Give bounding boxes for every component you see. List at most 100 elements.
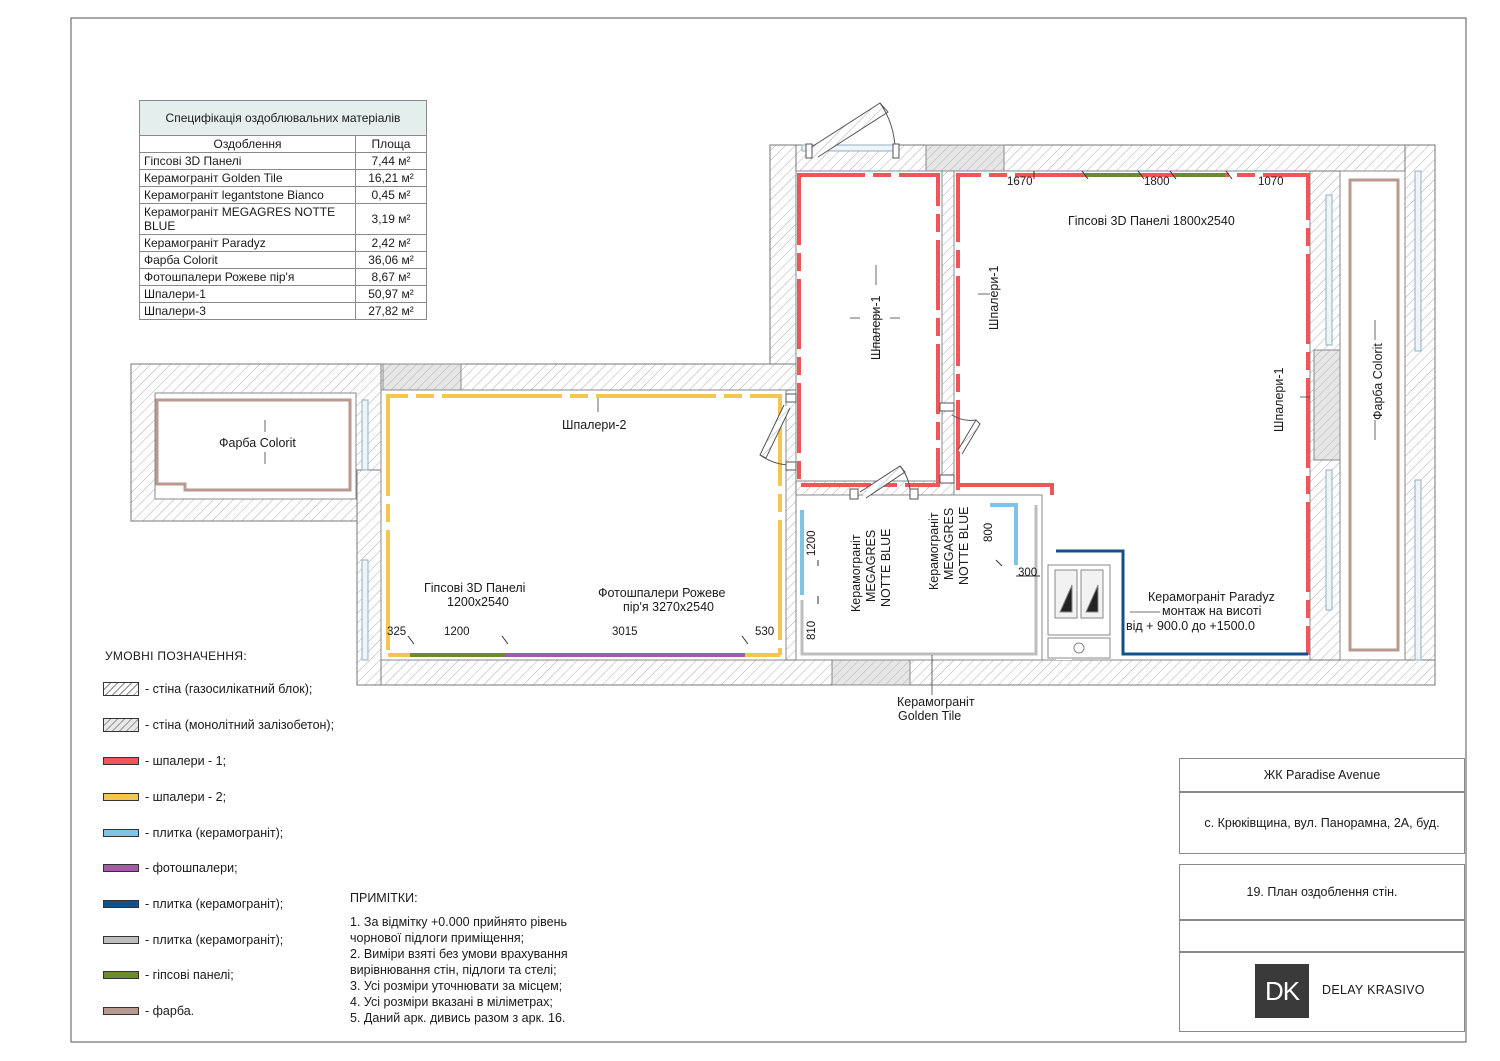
finish-lines	[155, 173, 1400, 657]
legend-swatch	[103, 718, 139, 732]
legend-label: - фотошпалери;	[145, 861, 238, 875]
door-jambs	[785, 143, 955, 500]
label-bath2-3: NOTTE BLUE	[957, 507, 971, 586]
label-bath2-2: MEGAGRES	[942, 508, 956, 580]
svg-text:1200: 1200	[444, 626, 470, 638]
legend-label: - стіна (газосилікатний блок);	[145, 682, 313, 696]
legend-item: - шпалери - 1;	[103, 752, 226, 770]
legend-label: - плитка (керамограніт);	[145, 933, 284, 947]
notes: ПРИМІТКИ: 1. За відмітку +0.000 прийнято…	[350, 890, 610, 1026]
legend-item: - плитка (керамограніт);	[103, 824, 283, 842]
svg-text:1670: 1670	[1007, 176, 1033, 188]
concrete-walls	[382, 144, 1341, 686]
dimension-labels: 1670 1800 1070 325 1200 3015 530 1200 81…	[387, 176, 1284, 640]
label-golden-2: Golden Tile	[898, 709, 961, 723]
legend-swatch	[103, 1007, 139, 1015]
label-bath1-2: MEGAGRES	[864, 530, 878, 602]
label-panels-top: Гіпсові 3D Панелі 1800x2540	[1068, 214, 1235, 228]
label-paradyz-1: Керамограніт Paradyz	[1148, 590, 1275, 604]
balcony-left-room	[154, 392, 357, 500]
titleblock-address: с. Крюківщина, вул. Панорамна, 2А, буд.	[1179, 792, 1465, 854]
svg-text:530: 530	[755, 626, 774, 638]
legend-item: - стіна (газосилікатний блок);	[103, 680, 312, 698]
center-marks	[264, 265, 1376, 695]
legend-label: - стіна (монолітний залізобетон);	[145, 718, 335, 732]
label-big: Шпалери-1	[987, 265, 1001, 330]
note-item: 4. Усі розміри вказані в міліметрах;	[350, 995, 553, 1009]
note-item: 1. За відмітку +0.000 прийнято рівень чо…	[350, 915, 568, 945]
sheet-frame	[70, 17, 1467, 1043]
label-paradyz-3: від + 900.0 до +1500.0	[1126, 619, 1255, 633]
label-bath2-1: Керамограніт	[927, 512, 941, 590]
label-balcony-left: Фарба Colorit	[219, 436, 296, 450]
titleblock-empty	[1179, 920, 1465, 952]
titleblock-sheet: 19. План оздоблення стін.	[1179, 864, 1465, 920]
label-bath1-1: Керамограніт	[849, 534, 863, 612]
legend-label: - плитка (керамограніт);	[145, 897, 284, 911]
bath-room	[795, 494, 1043, 661]
titleblock-project: ЖК Paradise Avenue	[1179, 758, 1465, 792]
svg-text:1200: 1200	[806, 530, 818, 556]
kitchen-unit	[1047, 564, 1111, 659]
notes-title: ПРИМІТКИ:	[350, 891, 418, 905]
company-logo: DK	[1255, 964, 1309, 1018]
living-room	[380, 389, 787, 661]
legend-swatch	[103, 864, 139, 872]
spec-title: Специфікація оздоблювальних матеріалів	[139, 100, 427, 135]
plan-labels: Фарба Colorit Шпалери-2 Шпалери-1 Шпалер…	[219, 214, 1385, 723]
legend-item: - плитка (керамограніт);	[103, 895, 283, 913]
legend-item: - стіна (монолітний залізобетон);	[103, 716, 334, 734]
legend-item: - фарба.	[103, 1002, 194, 1020]
legend-title: УМОВНІ ПОЗНАЧЕННЯ:	[105, 649, 247, 663]
company-name: DELAY KRASIVO	[1322, 983, 1425, 997]
label-paradyz-2: монтаж на висоті	[1162, 604, 1261, 618]
legend-swatch	[103, 936, 139, 944]
legend-label: - шпалери - 2;	[145, 790, 227, 804]
label-big-east: Шпалери-1	[1272, 367, 1286, 432]
svg-text:3015: 3015	[612, 626, 638, 638]
label-golden-1: Керамограніт	[897, 695, 975, 709]
label-photo-2: пір'я 3270x2540	[623, 600, 714, 614]
legend-item: - фотошпалери;	[103, 859, 238, 877]
dimension-ticks	[407, 170, 1233, 645]
label-hall: Шпалери-1	[869, 295, 883, 360]
legend-label: - гіпсові панелі;	[145, 968, 234, 982]
label-panels-left-1: Гіпсові 3D Панелі	[424, 581, 525, 595]
legend-swatch	[103, 829, 139, 837]
hall-room	[795, 170, 943, 482]
svg-text:800: 800	[983, 523, 995, 542]
spec-table: Специфікація оздоблювальних матеріалів О…	[139, 100, 427, 320]
legend-item: - гіпсові панелі;	[103, 966, 234, 984]
label-balcony-right: Фарба Colorit	[1371, 343, 1385, 420]
note-item: 2. Виміри взяті без умови врахування вир…	[350, 947, 568, 977]
legend-swatch	[103, 757, 139, 765]
legend-swatch	[103, 900, 139, 908]
doors	[759, 102, 981, 499]
legend-swatch	[103, 793, 139, 801]
label-panels-left-2: 1200x2540	[447, 595, 509, 609]
svg-text:325: 325	[387, 626, 406, 638]
label-photo-1: Фотошпалери Рожеве	[598, 586, 726, 600]
legend-swatch	[103, 971, 139, 979]
spec-header: Оздоблення Площа	[139, 135, 427, 153]
legend-label: - фарба.	[145, 1004, 195, 1018]
legend-swatch	[103, 682, 139, 696]
legend-label: - плитка (керамограніт);	[145, 826, 284, 840]
note-item: 3. Усі розміри уточнювати за місцем;	[350, 979, 563, 993]
note-item: 5. Даний арк. дивись разом з арк. 16.	[350, 1011, 566, 1025]
legend-item: - плитка (керамограніт);	[103, 931, 283, 949]
svg-text:1800: 1800	[1144, 176, 1170, 188]
svg-text:300: 300	[1018, 567, 1037, 579]
label-bath1-3: NOTTE BLUE	[879, 529, 893, 608]
label-living: Шпалери-2	[562, 418, 627, 432]
